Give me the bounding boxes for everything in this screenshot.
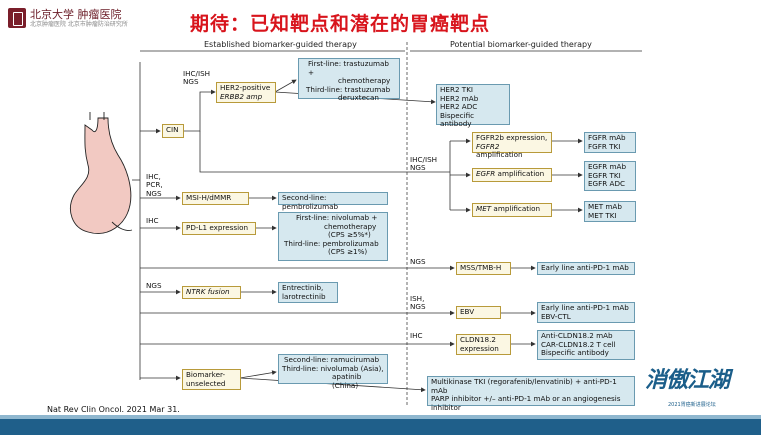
unselected-potential-box: Multikinase TKI (regorafenib/lenvatinib)…	[427, 376, 635, 411]
hospital-logo: 北京大学 肿瘤医院 北京肿瘤医院 北京市肿瘤防治研究所	[8, 8, 128, 28]
brand-subtitle: 2021胃癌新进展论坛	[668, 402, 716, 408]
method-label-ihc-pcr-ngs: IHC,PCR,NGS	[146, 172, 163, 198]
stomach-illustration	[70, 112, 133, 234]
method-label-ihc: IHC	[146, 216, 159, 225]
msi-therapy-box: Second-line: pembrolizumab	[278, 192, 388, 210]
egfr-box: EGFR amplification	[472, 168, 552, 182]
her2-therapy-box: First-line: trastuzumab + chemotherapy T…	[298, 58, 400, 102]
mss-therapy-box: Early line anti-PD-1 mAb	[537, 262, 635, 275]
logo-text: 北京大学 肿瘤医院	[30, 7, 122, 21]
fgfr-box: FGFR2b expression,FGFR2 amplification	[472, 132, 552, 159]
ebv-box: EBV	[456, 306, 501, 319]
established-heading: Established biomarker-guided therapy	[204, 40, 357, 49]
method-label-ihc-potential: IHC	[410, 331, 423, 340]
unselected-box: Biomarker-unselected	[182, 369, 241, 390]
msi-box: MSI-H/dMMR	[182, 192, 249, 205]
method-label-ngs: NGS	[146, 281, 162, 290]
method-label-ish-ngs: ISH,NGS	[410, 294, 426, 312]
footer-accent	[0, 415, 761, 419]
mss-box: MSS/TMB-H	[456, 262, 511, 275]
potential-heading: Potential biomarker-guided therapy	[450, 40, 592, 49]
footer-bar	[0, 419, 761, 435]
unselected-therapy-box: Second-line: ramucirumab Third-line: niv…	[278, 354, 388, 390]
pdl1-therapy-box: First-line: nivolumab + chemotherapy (CP…	[278, 212, 388, 261]
ntrk-therapy-box: Entrectinib,larotrectinib	[278, 282, 338, 303]
ntrk-box: NTRK fusion	[182, 286, 241, 299]
pdl1-box: PD-L1 expression	[182, 222, 256, 235]
citation: Nat Rev Clin Oncol. 2021 Mar 31.	[47, 405, 180, 414]
logo-subtext: 北京肿瘤医院 北京市肿瘤防治研究所	[30, 20, 128, 28]
method-label-ngs-potential: NGS	[410, 257, 426, 266]
brand-logo: 消傲江湖	[645, 367, 730, 393]
slide-title: 期待：已知靶点和潜在的胃癌靶点	[190, 13, 491, 35]
cin-box: CIN	[162, 124, 184, 138]
logo-icon	[8, 8, 26, 28]
met-box: MET amplification	[472, 203, 552, 217]
